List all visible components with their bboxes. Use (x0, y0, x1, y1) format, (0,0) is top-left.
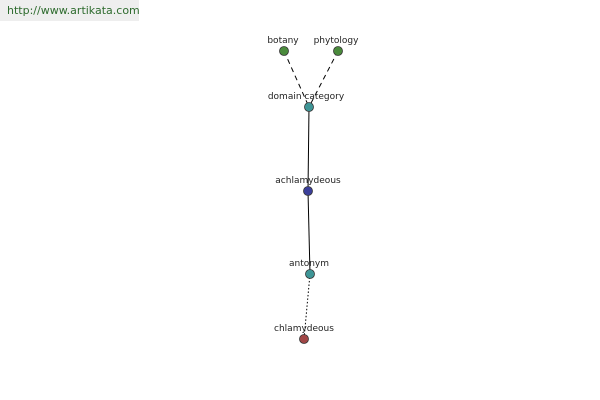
edges-layer (283, 50, 339, 340)
edge-achlamydeous-to-antonym (307, 190, 311, 275)
node-label-phytology: phytology (314, 36, 359, 46)
edge-botany-to-domain-category (283, 50, 310, 108)
node-phytology[interactable]: phytology (314, 36, 359, 56)
node-dot-chlamydeous[interactable] (299, 334, 309, 344)
site-url-watermark: http://www.artikata.com (0, 0, 140, 21)
node-domain-category[interactable]: domain category (268, 92, 345, 112)
node-label-achlamydeous: achlamydeous (275, 176, 341, 186)
nodes-layer: botany phytology domain category achlamydeo… (267, 36, 359, 344)
edge-antonym-to-chlamydeous (303, 273, 311, 340)
node-dot-botany[interactable] (279, 46, 289, 56)
node-dot-antonym[interactable] (305, 269, 315, 279)
node-chlamydeous[interactable]: chlamydeous (274, 324, 334, 344)
node-achlamydeous[interactable]: achlamydeous (275, 176, 341, 196)
node-label-domain-category: domain category (268, 92, 345, 102)
node-dot-domain-category[interactable] (304, 102, 314, 112)
edge-domain-category-to-achlamydeous (307, 106, 310, 192)
node-botany[interactable]: botany (267, 36, 299, 56)
node-dot-phytology[interactable] (333, 46, 343, 56)
node-antonym[interactable]: antonym (289, 259, 329, 279)
node-dot-achlamydeous[interactable] (303, 186, 313, 196)
edge-phytology-to-domain-category (308, 50, 339, 108)
node-label-antonym: antonym (289, 259, 329, 269)
node-label-chlamydeous: chlamydeous (274, 324, 334, 334)
node-label-botany: botany (267, 36, 299, 46)
